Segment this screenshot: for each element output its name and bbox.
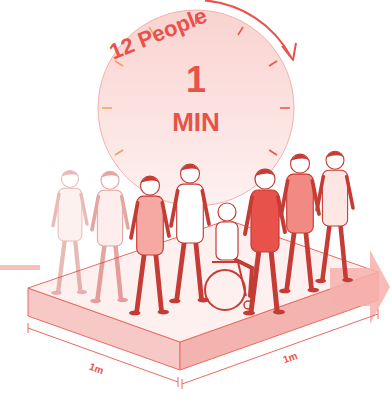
dimension-lines <box>28 309 378 389</box>
clock-circle: 12 People1MIN <box>98 10 294 206</box>
people <box>51 151 353 315</box>
time-label: 1 <box>186 62 206 98</box>
dimension-label: 1m <box>281 351 298 365</box>
dimension-label: 1m <box>87 362 104 376</box>
arc-arrowhead <box>282 43 296 60</box>
incoming-flow <box>0 265 40 270</box>
outgoing-arrow <box>330 250 390 324</box>
time-arc <box>205 0 291 57</box>
count-label: 12 People <box>106 5 209 64</box>
time-label: MIN <box>172 109 220 135</box>
